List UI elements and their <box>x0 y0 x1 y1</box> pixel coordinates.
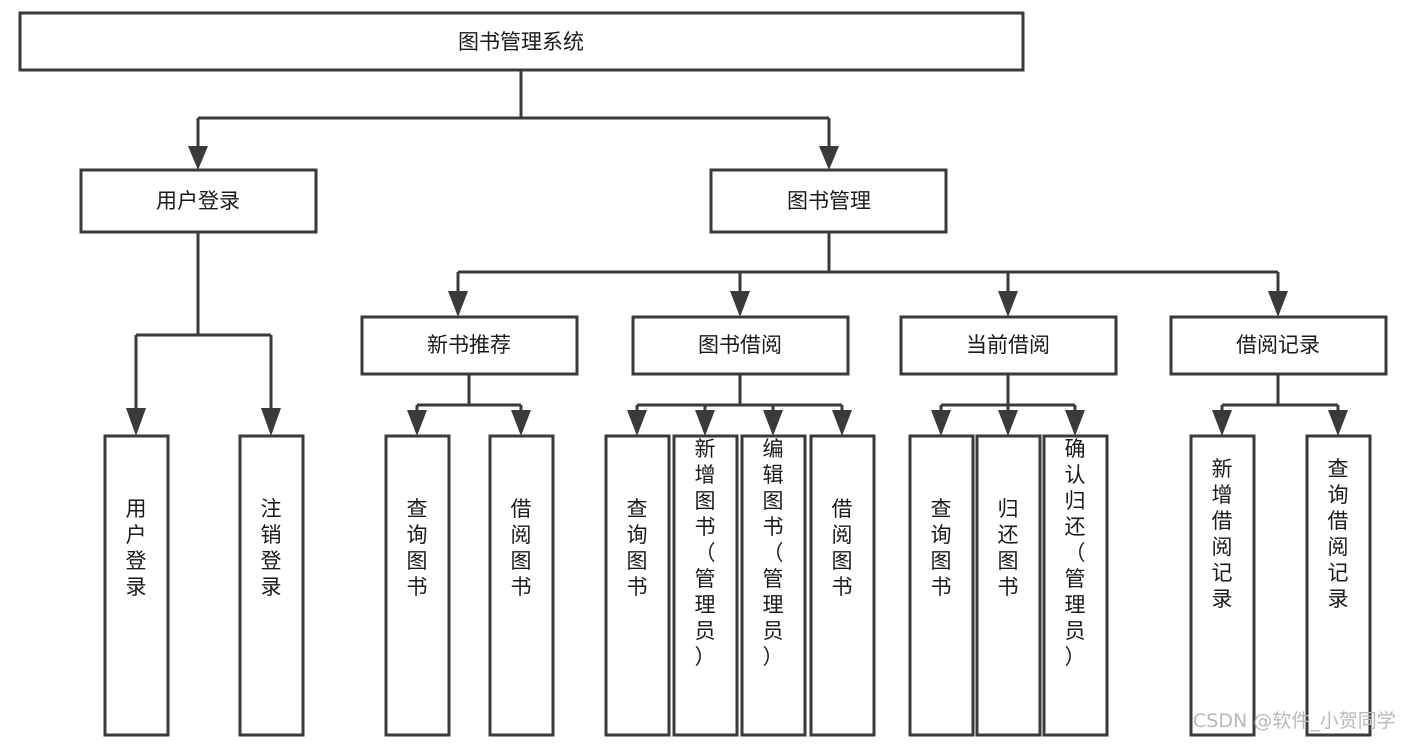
node-book-management[interactable]: 图书管理 <box>709 168 948 234</box>
node-leaf-confirm-return-admin-label: 确认归还（管理员） <box>1065 437 1086 669</box>
node-leaf-query-borrow-record[interactable]: 查询借阅记录 <box>1305 434 1372 737</box>
node-leaf-borrow-query-book[interactable]: 查询图书 <box>604 434 671 737</box>
connector-current-borrow-to-leaves <box>931 374 1085 436</box>
node-leaf-borrow-book[interactable]: 借阅图书 <box>809 434 876 737</box>
node-root-book-management-system[interactable]: 图书管理系统 <box>18 11 1025 72</box>
node-leaf-confirm-return-admin[interactable]: 确认归还（管理员） <box>1042 434 1109 737</box>
node-user-login[interactable]: 用户登录 <box>79 168 318 234</box>
node-leaf-borrow-query-book-label: 查询图书 <box>627 497 648 599</box>
node-leaf-current-query-book-label: 查询图书 <box>931 497 952 599</box>
connector-new-book-recommend-to-leaves <box>407 374 531 436</box>
node-borrow-record-label: 借阅记录 <box>1236 333 1320 357</box>
connector-user-login-to-leaves <box>126 232 281 436</box>
node-user-login-label: 用户登录 <box>156 189 240 213</box>
node-leaf-edit-book-admin-label: 编辑图书（管理员） <box>763 437 784 669</box>
node-leaf-recommend-query-book-label: 查询图书 <box>407 497 428 599</box>
connector-root-to-level1 <box>188 70 839 170</box>
node-leaf-query-borrow-record-label: 查询借阅记录 <box>1328 457 1349 611</box>
node-leaf-current-query-book[interactable]: 查询图书 <box>908 434 975 737</box>
node-leaf-edit-book-admin[interactable]: 编辑图书（管理员） <box>740 434 807 737</box>
node-leaf-add-book-admin-label: 新增图书（管理员） <box>695 437 716 669</box>
node-leaf-user-login[interactable]: 用户登录 <box>103 434 170 737</box>
connector-book-management-to-level2 <box>448 232 1288 317</box>
connector-book-borrow-to-leaves <box>627 374 852 436</box>
node-borrow-record[interactable]: 借阅记录 <box>1169 315 1388 376</box>
node-new-book-recommend-label: 新书推荐 <box>427 333 511 357</box>
connector-borrow-record-to-leaves <box>1212 374 1348 436</box>
node-leaf-add-book-admin[interactable]: 新增图书（管理员） <box>672 434 739 737</box>
node-leaf-recommend-borrow-book-label: 借阅图书 <box>511 497 532 599</box>
node-leaf-user-login-label: 用户登录 <box>126 497 147 599</box>
csdn-watermark: CSDN @软件_小贺同学 <box>1193 710 1396 732</box>
node-leaf-recommend-query-book[interactable]: 查询图书 <box>384 434 451 737</box>
node-leaf-add-borrow-record[interactable]: 新增借阅记录 <box>1189 434 1256 737</box>
node-current-borrow[interactable]: 当前借阅 <box>899 315 1118 376</box>
node-leaf-logout[interactable]: 注销登录 <box>238 434 305 737</box>
node-leaf-add-borrow-record-label: 新增借阅记录 <box>1212 457 1233 611</box>
node-book-management-label: 图书管理 <box>787 189 871 213</box>
node-leaf-return-book[interactable]: 归还图书 <box>975 434 1042 737</box>
node-root-label: 图书管理系统 <box>458 30 584 54</box>
node-leaf-return-book-label: 归还图书 <box>998 497 1019 599</box>
node-book-borrow-label: 图书借阅 <box>698 333 782 357</box>
node-current-borrow-label: 当前借阅 <box>966 333 1050 357</box>
node-leaf-logout-label: 注销登录 <box>261 497 282 599</box>
node-book-borrow[interactable]: 图书借阅 <box>631 315 850 376</box>
node-leaf-recommend-borrow-book[interactable]: 借阅图书 <box>488 434 555 737</box>
node-new-book-recommend[interactable]: 新书推荐 <box>360 315 579 376</box>
node-leaf-borrow-book-label: 借阅图书 <box>832 497 853 599</box>
